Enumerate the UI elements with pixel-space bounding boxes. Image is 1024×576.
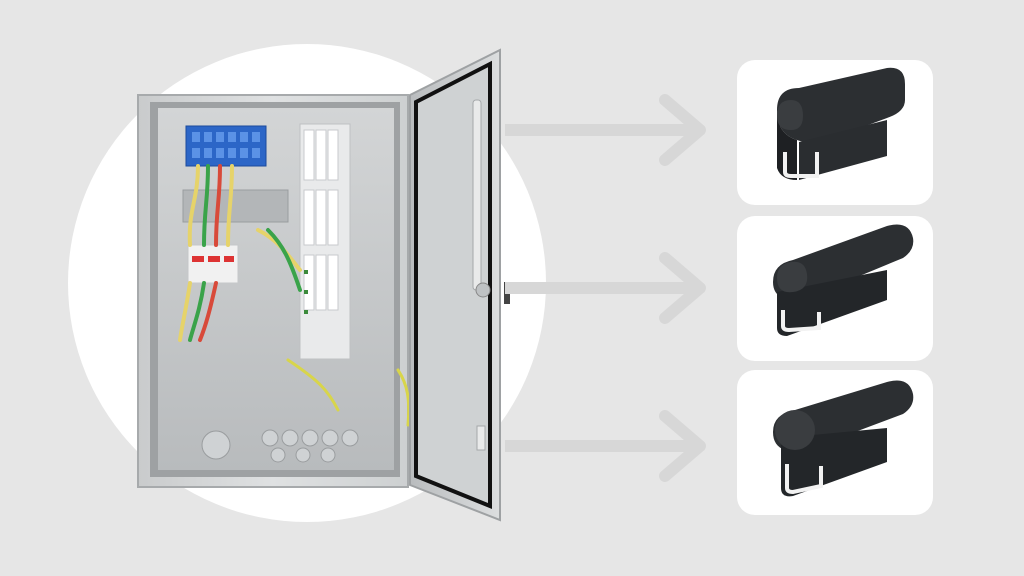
seal-profile-icon <box>773 380 914 497</box>
arrow-right-icon <box>499 88 735 172</box>
wires <box>178 164 411 427</box>
breaker-column <box>299 123 351 360</box>
din-rail-cover <box>182 189 289 223</box>
main-breaker <box>187 244 239 284</box>
cabinet-door <box>409 48 510 522</box>
seal-profile-card-3 <box>737 370 933 515</box>
arrow-right-icon <box>499 404 735 488</box>
seal-profile-icon <box>773 224 914 336</box>
arrow-right-icon <box>499 246 735 330</box>
electrical-cabinet <box>128 40 518 540</box>
seal-profile-icon <box>777 67 905 180</box>
seal-profile-card-1 <box>737 60 933 205</box>
seal-profile-card-2 <box>737 216 933 361</box>
terminal-block <box>185 125 267 167</box>
cable-glands <box>201 429 359 463</box>
cabinet-body <box>137 94 409 488</box>
